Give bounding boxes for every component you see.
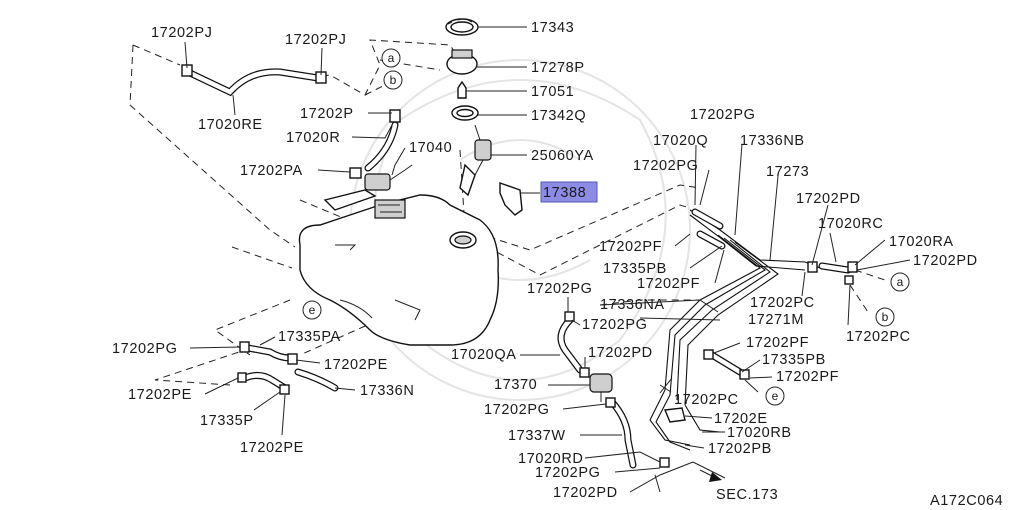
label-17202PB[interactable]: 17202PB [708,441,772,457]
label-17335PA[interactable]: 17335PA [278,329,341,345]
label-17020QA[interactable]: 17020QA [451,347,516,363]
label-17202PJ-right[interactable]: 17202PJ [285,32,346,48]
label-17202PD-r1[interactable]: 17202PD [796,191,861,207]
label-17020Q[interactable]: 17020Q [653,133,708,149]
label-17337W[interactable]: 17337W [508,428,566,444]
hose-17335PA [239,341,298,365]
label-17051[interactable]: 17051 [531,84,574,100]
label-17336NA[interactable]: 17336NA [600,297,665,313]
label-17202PD-b[interactable]: 17202PD [553,485,618,501]
label-17202PF-3[interactable]: 17202PF [746,335,809,351]
hose-17335PB [703,349,750,380]
pump-module-25060YA [459,124,492,197]
label-17202PJ-left[interactable]: 17202PJ [151,25,212,41]
diagram-code: A172C064 [930,493,1003,509]
label-17388[interactable]: 17388 [543,185,586,201]
label-17020R[interactable]: 17020R [286,130,340,146]
seal-17342Q [451,105,479,121]
hose-17337W [605,397,670,469]
label-17202PG-l[interactable]: 17202PG [527,281,592,297]
label-17202PF-1[interactable]: 17202PF [599,239,662,255]
svg-text:b: b [882,310,889,324]
hose-17020RC [807,261,858,285]
marker-a-top: a [381,48,401,68]
label-17202PD-r2[interactable]: 17202PD [913,253,978,269]
hose-17020RE [181,64,327,97]
label-17202PF-4[interactable]: 17202PF [776,369,839,385]
label-17202PG-c[interactable]: 17202PG [582,317,647,333]
marker-a-right: a [890,272,910,292]
svg-text:b: b [390,73,397,87]
label-17020RD[interactable]: 17020RD [518,451,583,467]
dashed-guide-lines [129,39,886,386]
label-17202PG-left[interactable]: 17202PG [112,341,177,357]
label-17335PB-2[interactable]: 17335PB [762,352,826,368]
label-17040[interactable]: 17040 [409,140,452,156]
marker-e-right: e [765,386,785,406]
label-17202PE-2[interactable]: 17202PE [128,387,192,403]
label-17202PG-top[interactable]: 17202PG [690,107,755,123]
label-17202PG-b[interactable]: 17202PG [484,402,549,418]
leader-lines [184,26,911,493]
highlight-17388 [540,181,598,203]
label-sec-173[interactable]: SEC.173 [716,487,778,503]
label-17273[interactable]: 17273 [766,164,809,180]
label-17202PC-1[interactable]: 17202PC [750,295,815,311]
label-17202PF-2[interactable]: 17202PF [637,276,700,292]
sec-arrow [699,469,722,482]
label-17202PE-3[interactable]: 17202PE [240,440,304,456]
label-17020RA[interactable]: 17020RA [889,234,954,250]
label-17335PB-1[interactable]: 17335PB [603,261,667,277]
label-17202P[interactable]: 17202P [300,106,354,122]
label-17202PC-3[interactable]: 17202PC [674,392,739,408]
svg-text:e: e [309,303,316,317]
label-17335P[interactable]: 17335P [200,413,254,429]
label-17202PD-c[interactable]: 17202PD [588,345,653,361]
label-17336NB[interactable]: 17336NB [740,133,805,149]
marker-b-top: b [383,70,403,90]
hose-17335P [237,371,290,395]
clamp-17202E [663,407,686,423]
label-17278P[interactable]: 17278P [531,60,585,76]
label-17343[interactable]: 17343 [531,20,574,36]
label-17202PE-1[interactable]: 17202PE [324,357,388,373]
label-17202PC-2[interactable]: 17202PC [846,329,911,345]
label-17271M[interactable]: 17271M [748,312,804,328]
label-17202PG-mid[interactable]: 17202PG [633,158,698,174]
fuel-tank [298,194,500,346]
label-25060YA[interactable]: 25060YA [531,148,594,164]
marker-b-right: b [875,307,895,327]
svg-text:a: a [388,51,395,65]
svg-text:a: a [897,275,904,289]
label-17202PG-bb[interactable]: 17202PG [535,465,600,481]
label-17020RC[interactable]: 17020RC [818,216,883,232]
svg-text:e: e [772,389,779,403]
fuel-cap-17343 [445,18,479,36]
marker-e-left: e [302,300,322,320]
canister-17370 [589,373,613,402]
connector-17051 [457,80,467,99]
label-17336N[interactable]: 17336N [360,383,414,399]
label-17370[interactable]: 17370 [494,377,537,393]
part-labels: 17343 17278P 17051 17342Q 25060YA 17388 … [112,20,1003,509]
label-17202E[interactable]: 17202E [714,411,768,427]
plate-17278P [446,49,478,75]
label-17202PA[interactable]: 17202PA [240,163,303,179]
bracket-17388 [499,182,523,216]
label-17342Q[interactable]: 17342Q [531,108,586,124]
filter-17040 [323,164,413,211]
hose-17020R [349,109,401,179]
hose-17336N [294,368,339,392]
label-17020RB[interactable]: 17020RB [727,425,792,441]
label-17020RE[interactable]: 17020RE [198,117,263,133]
